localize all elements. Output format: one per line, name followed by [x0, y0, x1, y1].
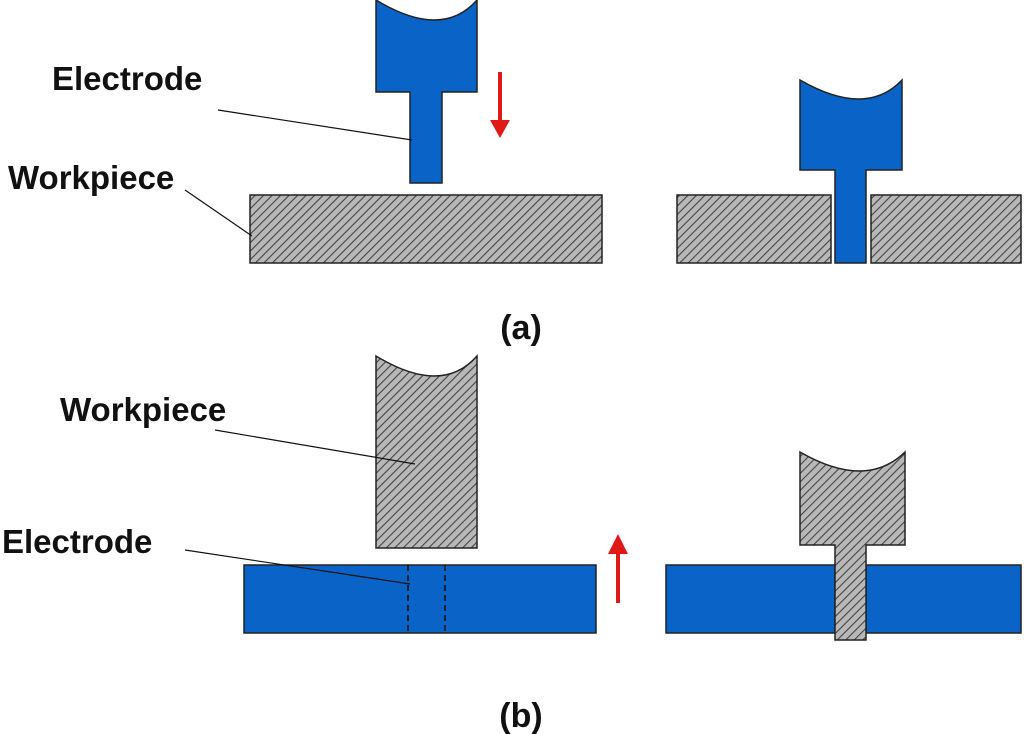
panel-b-electrode-label: Electrode: [2, 523, 152, 560]
panel-b-electrode-leader: [184, 549, 411, 585]
panel-a-electrode-label: Electrode: [52, 60, 202, 97]
panel-b-caption: (b): [499, 697, 542, 734]
panel-b-workpiece-after: [799, 450, 906, 641]
panel-b-electrode-after-right: [865, 564, 1022, 634]
panel-b-electrode-after-left: [665, 564, 836, 634]
panel-b-arrow-up-icon: [608, 534, 628, 603]
panel-a-caption: (a): [500, 309, 542, 347]
panel-b-electrode-before: [243, 564, 597, 634]
panel-a-electrode-after: [799, 78, 903, 264]
panel-a-workpiece-after-left: [676, 194, 832, 264]
panel-b-workpiece-before: [375, 354, 478, 549]
panel-a-arrow-down-icon: [490, 72, 510, 138]
panel-b-workpiece-leader: [214, 429, 416, 465]
panel-a-workpiece-label: Workpiece: [8, 159, 174, 196]
panel-a-workpiece-leader: [184, 189, 253, 237]
panel-a-electrode-leader: [217, 109, 413, 141]
panel-a-workpiece-after-right: [870, 194, 1022, 264]
panel-a-workpiece-before: [249, 194, 603, 264]
panel-a: Electrode Workpiece (a): [8, 0, 1022, 347]
panel-a-electrode-before: [375, 0, 478, 184]
panel-b-workpiece-label: Workpiece: [60, 391, 226, 428]
panel-b: Workpiece Electrode (b): [2, 354, 1022, 734]
